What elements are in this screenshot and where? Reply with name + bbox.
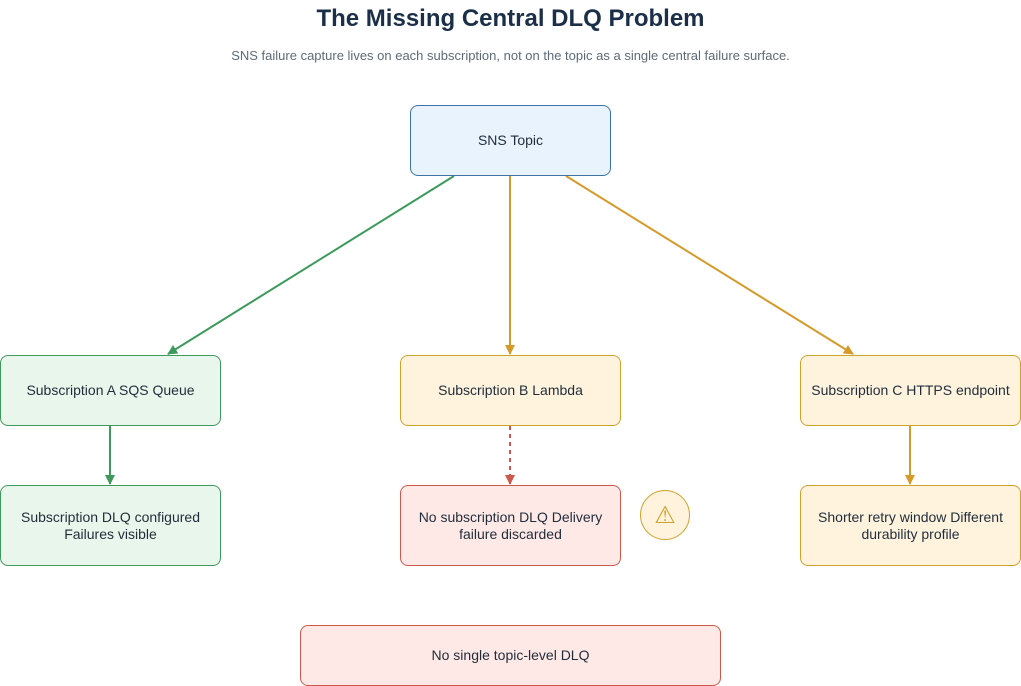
- subscription-c-node: Subscription C HTTPS endpoint: [800, 355, 1021, 426]
- subscription-b-node: Subscription B Lambda: [400, 355, 621, 426]
- topic-level-dlq-node: No single topic-level DLQ: [300, 625, 721, 686]
- edge-topic-to-sub-a: [167, 175, 455, 355]
- dlq-b-node: No subscription DLQ Delivery failure dis…: [400, 485, 621, 566]
- edge-topic-to-sub-c: [565, 175, 854, 355]
- diagram-subtitle: SNS failure capture lives on each subscr…: [231, 48, 790, 63]
- subscription-a-node: Subscription A SQS Queue: [0, 355, 221, 426]
- sns-topic-node: SNS Topic: [410, 105, 611, 176]
- dlq-a-node: Subscription DLQ configured Failures vis…: [0, 485, 221, 566]
- diagram-title: The Missing Central DLQ Problem: [316, 5, 705, 32]
- dlq-c-node: Shorter retry window Different durabilit…: [800, 485, 1021, 566]
- warning-icon: ⚠: [640, 490, 690, 540]
